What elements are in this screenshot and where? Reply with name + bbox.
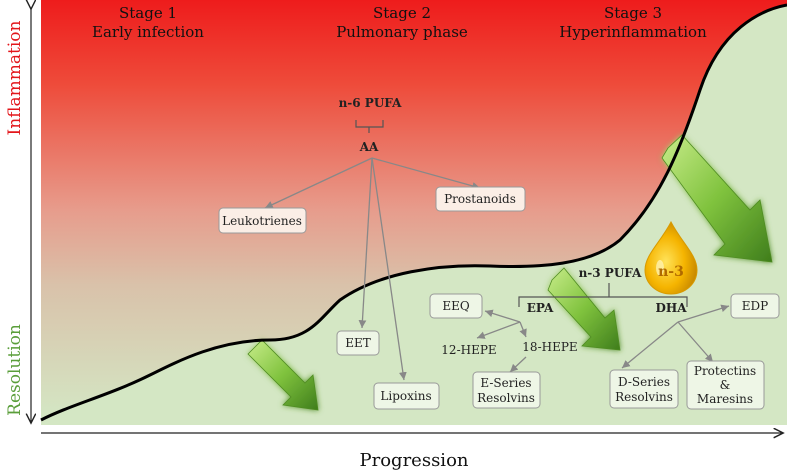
stage-2-title: Stage 2 — [373, 4, 431, 22]
svg-text:Resolvins: Resolvins — [477, 391, 535, 405]
dha-node: DHA — [655, 301, 687, 315]
y-axis-label-inflammation: Inflammation — [5, 20, 25, 135]
protectins-maresins-box: Protectins & Maresins — [686, 360, 765, 410]
aa-arrows — [264, 157, 481, 381]
n6-brace — [355, 120, 384, 133]
svg-text:&: & — [720, 378, 731, 392]
d-series-resolvins-box: D-Series Resolvins — [609, 369, 679, 409]
svg-text:Protectins: Protectins — [694, 364, 756, 378]
svg-text:Maresins: Maresins — [697, 392, 753, 406]
svg-text:D-Series: D-Series — [618, 375, 670, 389]
omega3-drop-label: n-3 — [658, 264, 684, 280]
svg-text:EET: EET — [345, 336, 371, 350]
leukotrienes-box: Leukotrienes — [218, 207, 307, 234]
inflammation-region — [41, 0, 787, 420]
omega3-drop-icon: n-3 — [644, 220, 698, 295]
x-axis-label: Progression — [360, 450, 469, 471]
lipoxins-box: Lipoxins — [373, 382, 440, 410]
hepe-18-label: 18-HEPE — [522, 340, 577, 354]
stage-3-title: Stage 3 — [604, 4, 662, 22]
stage-1-title: Stage 1 — [119, 4, 177, 22]
svg-text:Lipoxins: Lipoxins — [380, 389, 431, 403]
resolution-arrow-3 — [661, 134, 773, 263]
progression-curve — [40, 3, 787, 422]
svg-text:Leukotrienes: Leukotrienes — [222, 214, 302, 228]
aa-node: AA — [359, 140, 379, 154]
stage-3-subtitle: Hyperinflammation — [559, 23, 707, 41]
stage-1-subtitle: Early infection — [92, 23, 204, 41]
n3-arrows — [476, 304, 730, 373]
n3-pufa-label: n-3 PUFA — [579, 266, 643, 280]
svg-text:EDP: EDP — [742, 299, 768, 313]
prostanoids-box: Prostanoids — [435, 186, 526, 212]
resolution-arrow-1 — [247, 339, 319, 411]
eet-box: EET — [336, 330, 380, 356]
resolution-arrow-2 — [547, 267, 621, 351]
y-axis-label-resolution: Resolution — [5, 324, 25, 416]
epa-node: EPA — [527, 301, 554, 315]
svg-text:Prostanoids: Prostanoids — [444, 192, 516, 206]
n3-brace — [518, 283, 688, 307]
edp-box: EDP — [730, 293, 780, 319]
svg-text:EEQ: EEQ — [442, 299, 470, 313]
svg-text:E-Series: E-Series — [480, 376, 531, 390]
eeq-box: EEQ — [429, 293, 483, 319]
n6-pufa-label: n-6 PUFA — [339, 96, 403, 110]
stage-2-subtitle: Pulmonary phase — [336, 23, 468, 41]
e-series-resolvins-box: E-Series Resolvins — [472, 371, 541, 409]
svg-text:Resolvins: Resolvins — [615, 390, 673, 404]
hepe-12-label: 12-HEPE — [441, 343, 496, 357]
